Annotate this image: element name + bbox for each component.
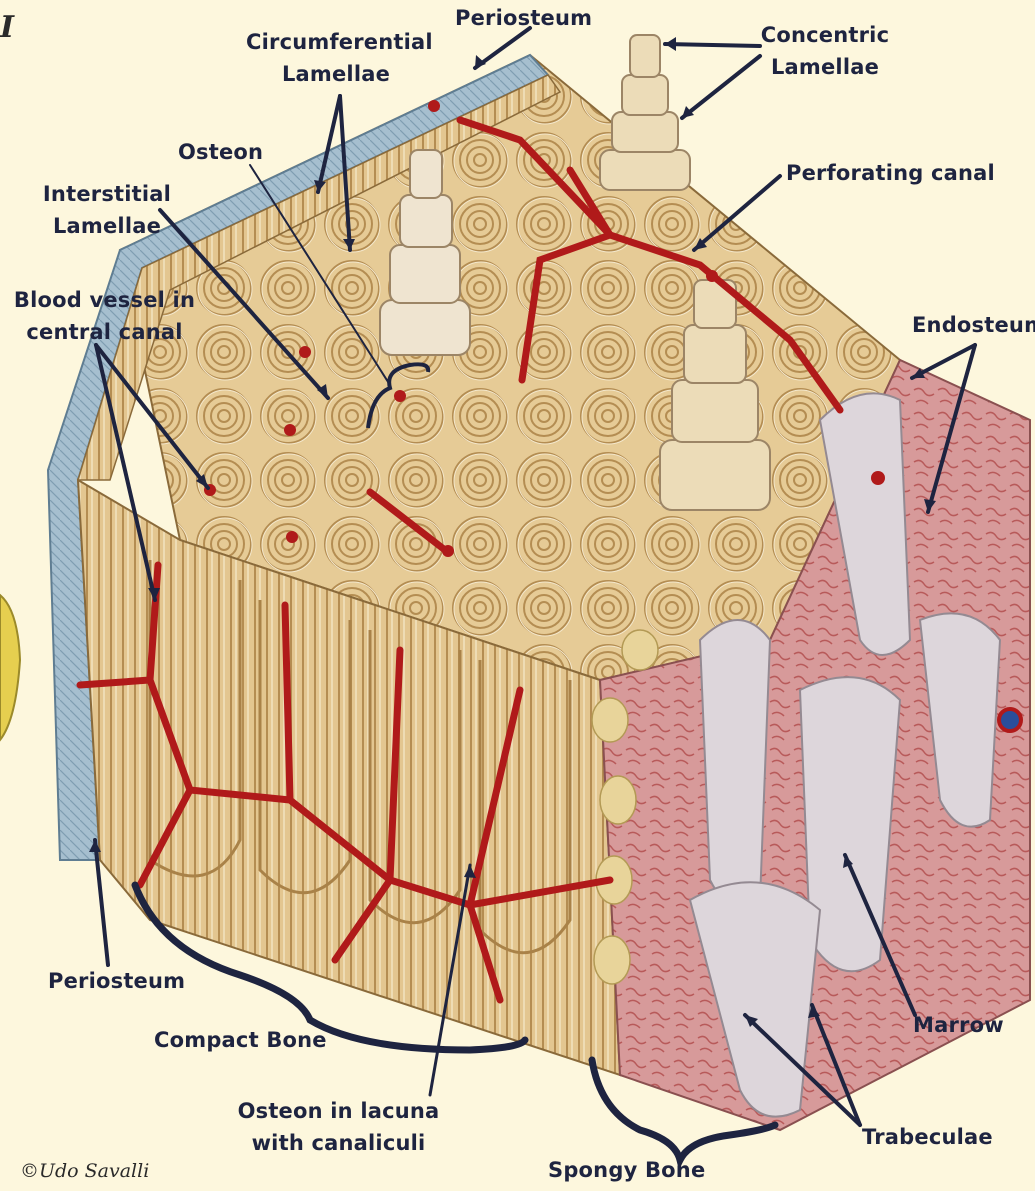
label-circumferential-lamellae-line1: Circumferential [246, 26, 426, 58]
label-blood-vessel-line1: Blood vessel in [12, 284, 197, 316]
label-osteon-lacuna-line1: Osteon in lacuna [236, 1095, 441, 1127]
label-blood-vessel-line2: central canal [12, 316, 197, 348]
label-concentric-lamellae: Concentric Lamellae [760, 19, 890, 83]
left-fragment-shape [0, 595, 20, 740]
label-blood-vessel: Blood vessel in central canal [12, 284, 197, 348]
photo-credit: ©Udo Savalli [20, 1160, 149, 1182]
label-osteon: Osteon [178, 136, 263, 168]
label-periosteum-top: Periosteum [455, 2, 592, 34]
label-endosteum: Endosteum [912, 309, 1035, 341]
label-interstitial-lamellae-line2: Lamellae [42, 210, 172, 242]
label-osteon-lacuna: Osteon in lacuna with canaliculi [236, 1095, 441, 1159]
label-perforating-canal: Perforating canal [786, 157, 995, 189]
label-concentric-lamellae-line2: Lamellae [760, 51, 890, 83]
label-osteon-lacuna-line2: with canaliculi [236, 1127, 441, 1159]
label-compact-bone: Compact Bone [154, 1024, 327, 1056]
osteon-tower-top [600, 35, 690, 190]
label-concentric-lamellae-line1: Concentric [760, 19, 890, 51]
corner-fragment-text: I [0, 10, 14, 45]
label-circumferential-lamellae-line2: Lamellae [246, 58, 426, 90]
label-interstitial-lamellae: Interstitial Lamellae [42, 178, 172, 242]
label-spongy-bone: Spongy Bone [548, 1154, 705, 1186]
label-interstitial-lamellae-line1: Interstitial [42, 178, 172, 210]
label-circumferential-lamellae: Circumferential Lamellae [246, 26, 426, 90]
vessel-cross-section [999, 709, 1021, 731]
label-marrow: Marrow [913, 1009, 1004, 1041]
label-periosteum-bottom: Periosteum [48, 965, 185, 997]
label-trabeculae: Trabeculae [862, 1121, 993, 1153]
